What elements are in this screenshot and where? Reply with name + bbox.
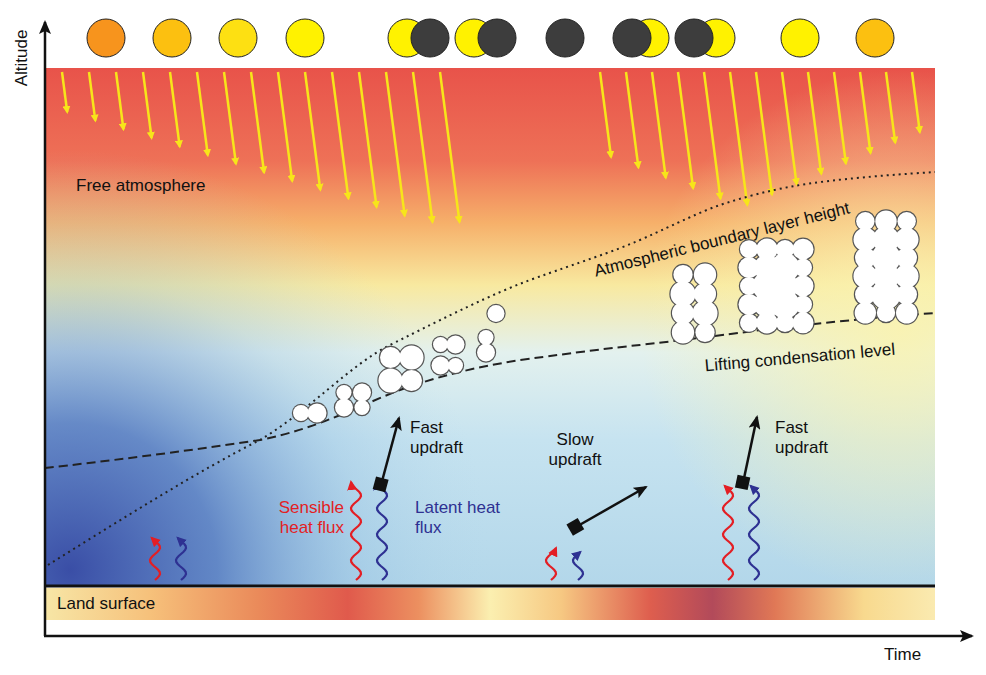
sun-ray [224, 72, 236, 164]
heat-flux-arrow [573, 552, 583, 580]
sun-ray [332, 72, 348, 198]
sun-ray [912, 72, 920, 132]
updraft-arrows [373, 417, 757, 536]
cloud [854, 211, 919, 324]
sun-ray [359, 72, 377, 207]
heat-flux-arrow [150, 538, 160, 580]
sun-disc [286, 19, 324, 57]
heat-flux-arrow [351, 482, 361, 580]
atmosphere-background [45, 68, 935, 585]
sun-ray [886, 72, 895, 143]
sun-disc [411, 19, 449, 57]
cloud [477, 330, 495, 362]
sun-ray [600, 72, 611, 157]
sun-ray [143, 72, 152, 138]
sun-disc [478, 19, 516, 57]
cloud [739, 239, 814, 334]
cloud [293, 404, 327, 423]
sun-disc [781, 19, 819, 57]
sun-ray [808, 72, 821, 174]
sun-disc [219, 19, 257, 57]
sun-ray [170, 72, 180, 147]
lifting-condensation-level-line [45, 313, 935, 468]
region-label: Free atmosphere [76, 176, 205, 196]
sun-ray [704, 72, 720, 199]
line-label: Lifting condensation level [704, 340, 896, 377]
land-surface-band [45, 586, 935, 620]
cloud [432, 336, 465, 375]
sun-disc [675, 19, 713, 57]
sun-disc [613, 19, 651, 57]
sun-ray [860, 72, 871, 153]
sun-ray [730, 72, 747, 205]
updraft-label: Fast updraft [775, 418, 849, 458]
axis-title: Time [884, 645, 921, 665]
sun-disc [856, 19, 894, 57]
axis-title: Altitude [12, 30, 32, 87]
cloud [379, 346, 424, 393]
sun-ray [678, 72, 693, 188]
heat-flux-arrows [150, 482, 759, 580]
sun-disc [87, 19, 125, 57]
sun-ray [251, 72, 264, 172]
flux-label: Sensible heat flux [258, 498, 344, 538]
axes [44, 22, 972, 636]
sun-ray [440, 72, 460, 222]
cloud [335, 384, 371, 417]
heat-flux-arrow [176, 538, 186, 580]
sun-rays [62, 72, 920, 222]
heat-flux-arrow [723, 486, 733, 580]
line-label: Atmospheric boundary layer height [592, 199, 852, 282]
sun-eclipse-sequence [87, 19, 894, 57]
clouds [293, 211, 919, 423]
sun-ray [116, 72, 123, 129]
sun-ray [197, 72, 208, 155]
sun-ray [626, 72, 638, 167]
updraft-label: Slow updraft [535, 430, 615, 470]
sun-ray [386, 72, 405, 216]
boundary-layer-height-line [48, 172, 935, 565]
updraft-label: Fast updraft [410, 418, 484, 458]
land-surface-band: Land surface [45, 588, 935, 620]
sun-ray [782, 72, 797, 184]
cloud [671, 264, 718, 344]
band-label: Land surface [45, 588, 935, 620]
sun-ray [834, 72, 846, 163]
sun-ray [756, 72, 772, 195]
sun-ray [305, 72, 320, 190]
flux-label: Latent heat flux [415, 498, 501, 538]
sun-ray [89, 72, 95, 121]
sun-ray [278, 72, 292, 181]
heat-flux-arrow [749, 486, 759, 580]
sun-disc [546, 19, 584, 57]
sun-ray [413, 72, 433, 222]
cloud [488, 305, 505, 322]
sun-ray [62, 72, 67, 112]
sun-ray [652, 72, 666, 178]
heat-flux-arrow [546, 548, 556, 580]
heat-flux-arrow [377, 482, 387, 580]
sun-disc [153, 19, 191, 57]
